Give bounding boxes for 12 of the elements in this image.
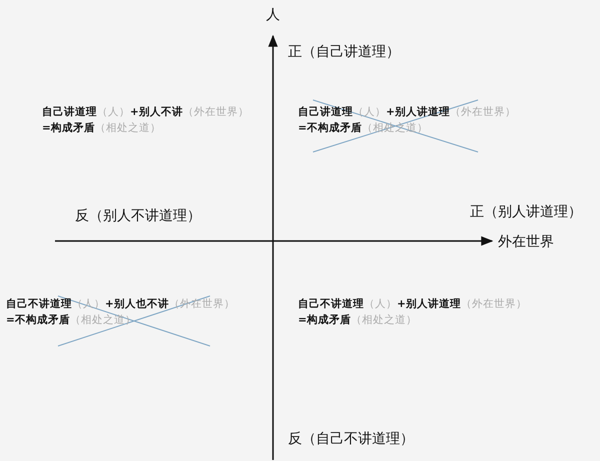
axis-label: 正（自己讲道理） (288, 43, 400, 61)
quadrant-text: 自己不讲道理（人）+别人讲道理（外在世界） (298, 298, 527, 311)
quadrant-text: 自己讲道理（人）+别人不讲（外在世界） (42, 106, 249, 119)
quadrant-text: 自己讲道理（人）+别人讲道理（外在世界） (298, 106, 516, 119)
axis-label: 人 (266, 6, 280, 24)
quadrant-text: =构成矛盾（相处之道） (298, 314, 417, 327)
quadrant-text: =构成矛盾（相处之道） (42, 122, 161, 135)
quadrant-text: =不构成矛盾（相处之道） (6, 314, 136, 327)
axis-label: 反（别人不讲道理） (75, 207, 201, 225)
axis-label: 反（自己不讲道理） (288, 430, 414, 448)
axis-label: 外在世界 (498, 233, 554, 251)
axis-label: 正（别人讲道理） (470, 203, 582, 221)
